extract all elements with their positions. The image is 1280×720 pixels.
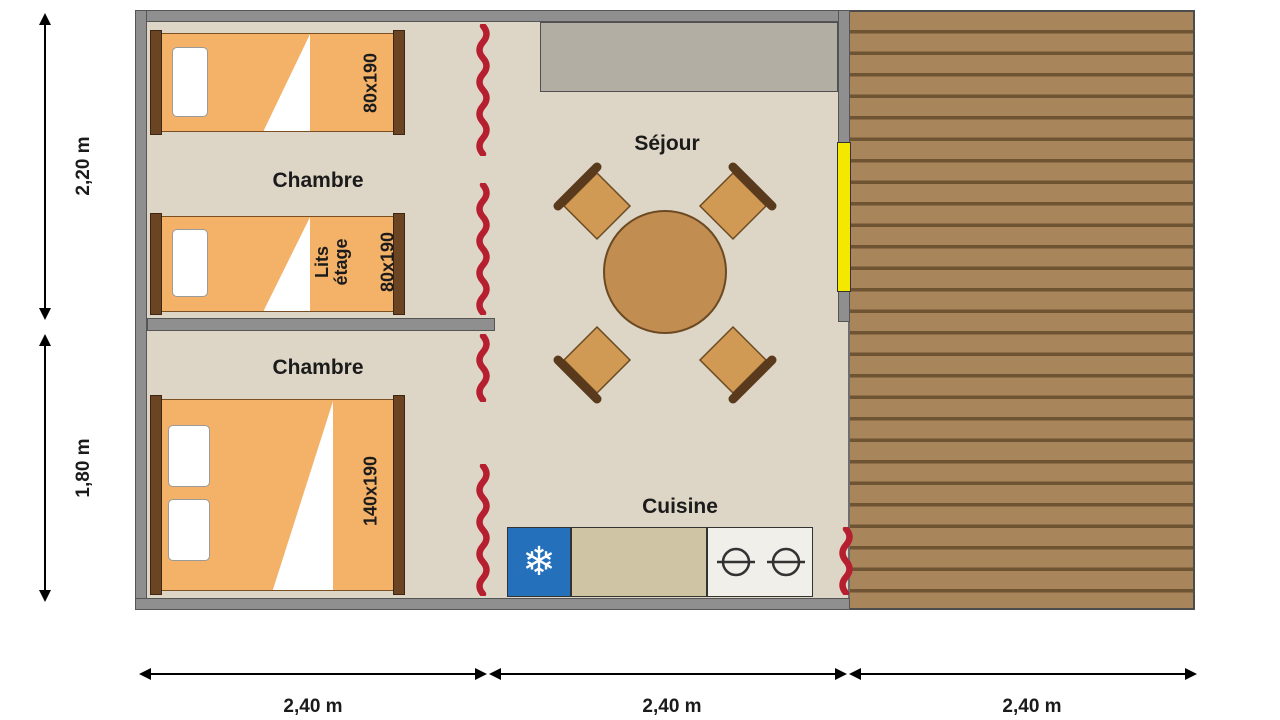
bed-size-label-top: 80x190 — [360, 52, 381, 114]
bedroom2-label: Chambre — [272, 356, 364, 379]
dimension-label-width-right: 2,40 m — [1002, 696, 1062, 717]
headboard — [150, 30, 162, 135]
zipper-icon-5 — [839, 527, 853, 595]
dimension-arrow-width-center — [489, 668, 847, 680]
sheet-fold — [263, 34, 311, 131]
dimension-label-height-top: 2,20 m — [73, 136, 94, 196]
kitchen-counter — [571, 527, 707, 597]
sheet-fold — [272, 400, 334, 590]
dining-table — [603, 210, 727, 334]
living-room-label: Séjour — [634, 132, 700, 155]
wall-left — [135, 10, 147, 610]
zipper-icon-3 — [476, 334, 490, 402]
chair-ne — [698, 162, 777, 241]
kitchen-label: Cuisine — [642, 495, 718, 518]
bunk-bed-label-line2: étage — [331, 238, 351, 286]
dimension-label-width-left: 2,40 m — [283, 696, 343, 717]
dimension-label-width-center: 2,40 m — [642, 696, 702, 717]
stove-burner-icon — [717, 547, 805, 577]
footboard — [393, 30, 405, 135]
fridge: ❄ — [507, 527, 571, 597]
footboard — [393, 213, 405, 315]
pillow — [172, 47, 208, 117]
zipper-icon-1 — [476, 24, 490, 156]
headboard — [150, 213, 162, 315]
single-bed-top — [150, 30, 405, 135]
dimension-arrow-height-bottom — [39, 334, 51, 602]
stove — [707, 527, 813, 597]
terrace-door — [837, 142, 851, 292]
dimension-arrow-height-top — [39, 13, 51, 320]
double-bed — [150, 395, 405, 595]
pillow — [168, 499, 210, 561]
deck-boundary-line — [848, 322, 850, 598]
footboard — [393, 395, 405, 595]
pillow — [172, 229, 208, 297]
sideboard — [540, 22, 838, 92]
headboard — [150, 395, 162, 595]
zipper-icon-2 — [476, 183, 490, 315]
bed-size-label-bunk: 80x190 — [377, 231, 398, 293]
single-bed-bunk — [150, 213, 405, 315]
bunk-bed-label-line1: Lits — [312, 246, 333, 279]
bed-size-label-double: 140x190 — [360, 455, 381, 527]
wall-bottom — [135, 598, 850, 610]
dimension-arrow-width-right — [849, 668, 1197, 680]
wall-divider-bedrooms — [147, 318, 495, 331]
chair-sw — [553, 325, 632, 404]
zipper-icon-4 — [476, 464, 490, 596]
deck-terrace — [850, 10, 1195, 610]
chair-nw — [553, 162, 632, 241]
dimension-label-height-bottom: 1,80 m — [73, 438, 94, 498]
snowflake-icon: ❄ — [522, 540, 556, 584]
chair-se — [698, 325, 777, 404]
wall-top — [135, 10, 850, 22]
bunk-bed-label: Lits étage — [312, 238, 351, 286]
bedroom1-label: Chambre — [272, 169, 364, 192]
dimension-arrow-width-left — [139, 668, 487, 680]
sheet-fold — [263, 217, 311, 311]
pillow — [168, 425, 210, 487]
